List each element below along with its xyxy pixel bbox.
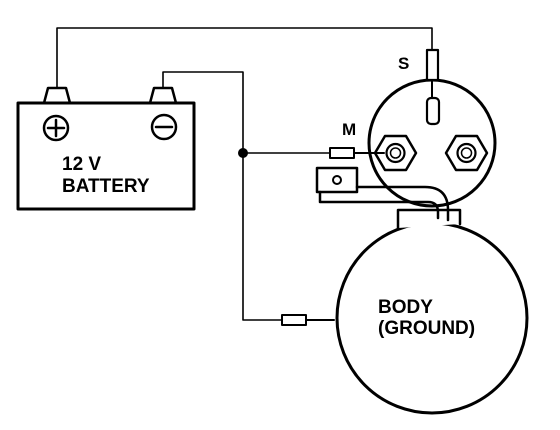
s-terminal-spade (425, 96, 441, 126)
junction-dot (238, 148, 248, 158)
negative-terminal-icon (150, 113, 178, 141)
negative-post (148, 86, 178, 105)
wire-negative-to-junction (162, 71, 244, 154)
wire-junction-to-body (242, 152, 283, 321)
s-connector-plug (425, 48, 440, 82)
m-terminal-stud (385, 142, 406, 164)
field-bracket (315, 166, 359, 194)
m-terminal-nut (373, 134, 418, 172)
positive-post (42, 86, 72, 105)
field-strap (318, 190, 440, 220)
body-label: BODY (378, 297, 433, 318)
wires (56, 27, 433, 321)
m-connector-plug (329, 147, 355, 159)
wire-positive-to-s (56, 27, 433, 89)
battery-voltage-label: 12 V (62, 154, 102, 175)
battery-terminal-nut (444, 134, 489, 172)
solenoid-mount (396, 208, 462, 230)
s-terminal-label: S (398, 54, 410, 73)
m-terminal-label: M (342, 120, 357, 139)
battery-terminal-stud (456, 142, 477, 164)
body-connector-plug (281, 314, 307, 326)
positive-terminal-icon (42, 114, 70, 142)
solenoid (315, 48, 497, 230)
ground-label: (GROUND) (378, 318, 476, 339)
battery-case (16, 101, 196, 211)
battery-name-label: BATTERY (62, 176, 150, 197)
battery (16, 86, 196, 211)
body-ground-lead (281, 314, 335, 326)
